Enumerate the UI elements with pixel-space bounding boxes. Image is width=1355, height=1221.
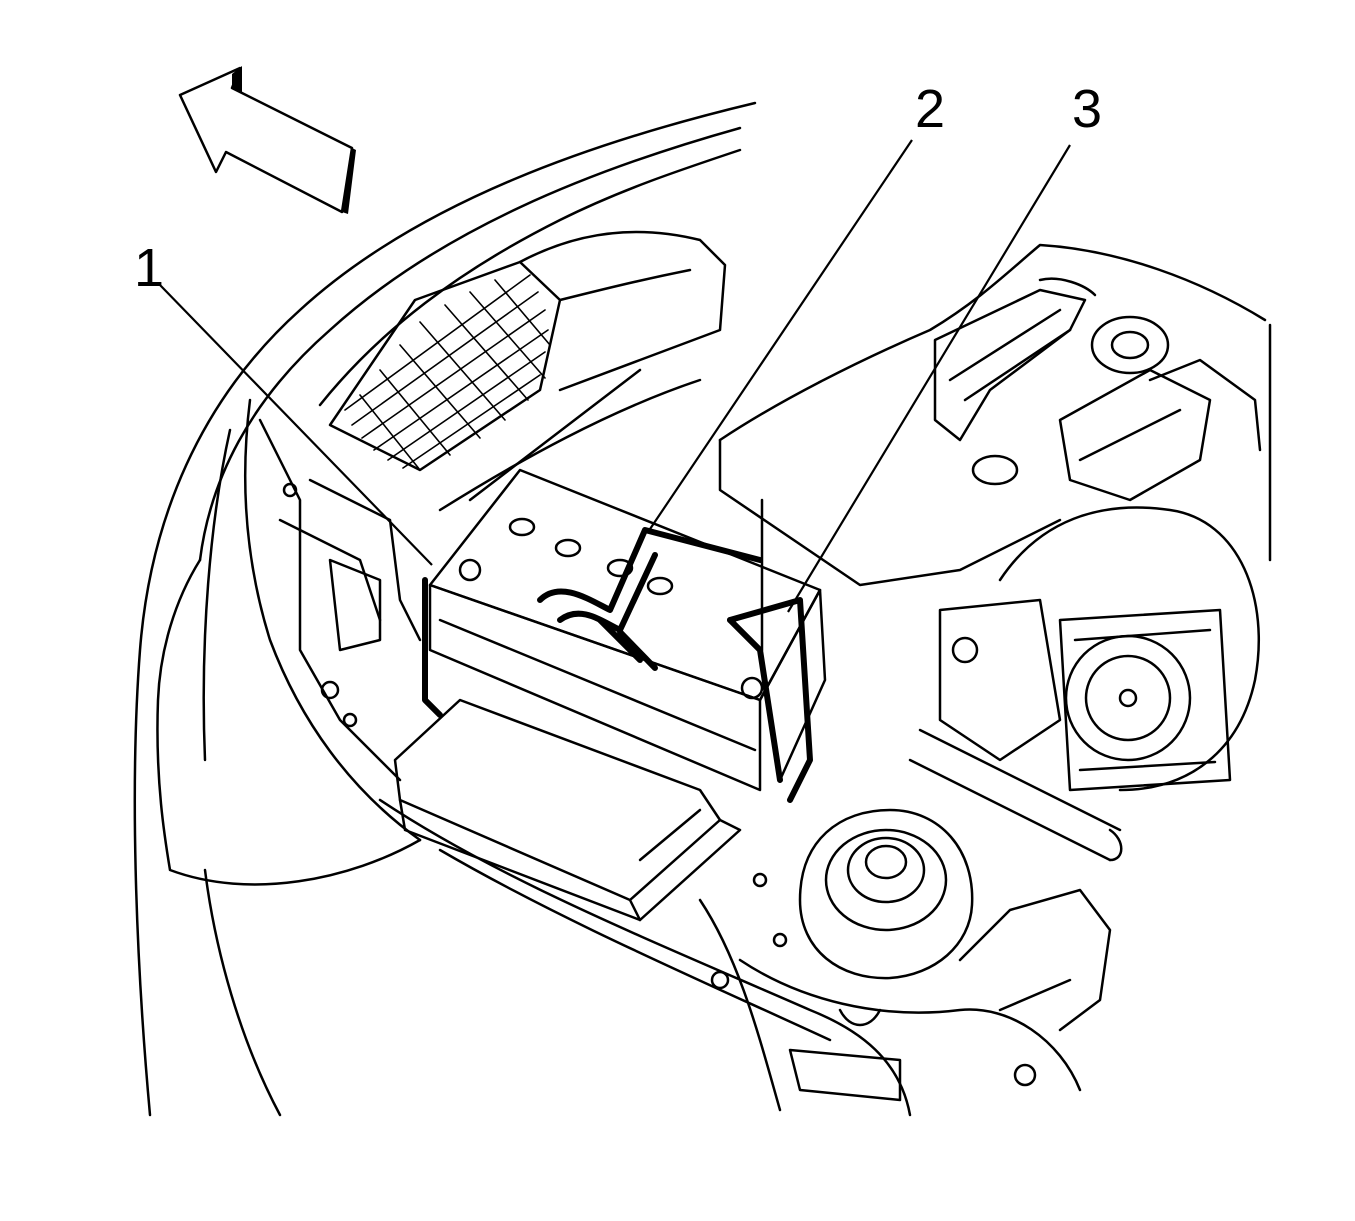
front-grille	[318, 148, 742, 512]
callout-3-leader	[787, 144, 1071, 613]
strut-tower	[798, 808, 974, 980]
callout-leaders	[159, 139, 1071, 613]
battery-tray	[393, 577, 742, 922]
callout-1-leader	[159, 284, 433, 566]
callout-3-label: 3	[1072, 79, 1102, 139]
inner-fender	[258, 418, 422, 782]
callout-2-label: 2	[915, 79, 945, 139]
battery	[428, 468, 827, 792]
battery-hold-down-strap	[537, 527, 763, 671]
fender-outline	[133, 101, 757, 1117]
callout-1-label: 1	[134, 238, 164, 298]
grille-mesh	[344, 274, 551, 471]
front-frame-rail	[378, 798, 1112, 1117]
forward-direction-arrow-icon	[178, 66, 356, 214]
engine-components	[908, 358, 1262, 862]
battery-hold-down-bolt	[727, 498, 813, 803]
engine-cover	[718, 243, 1272, 587]
callout-2-leader	[647, 139, 913, 533]
